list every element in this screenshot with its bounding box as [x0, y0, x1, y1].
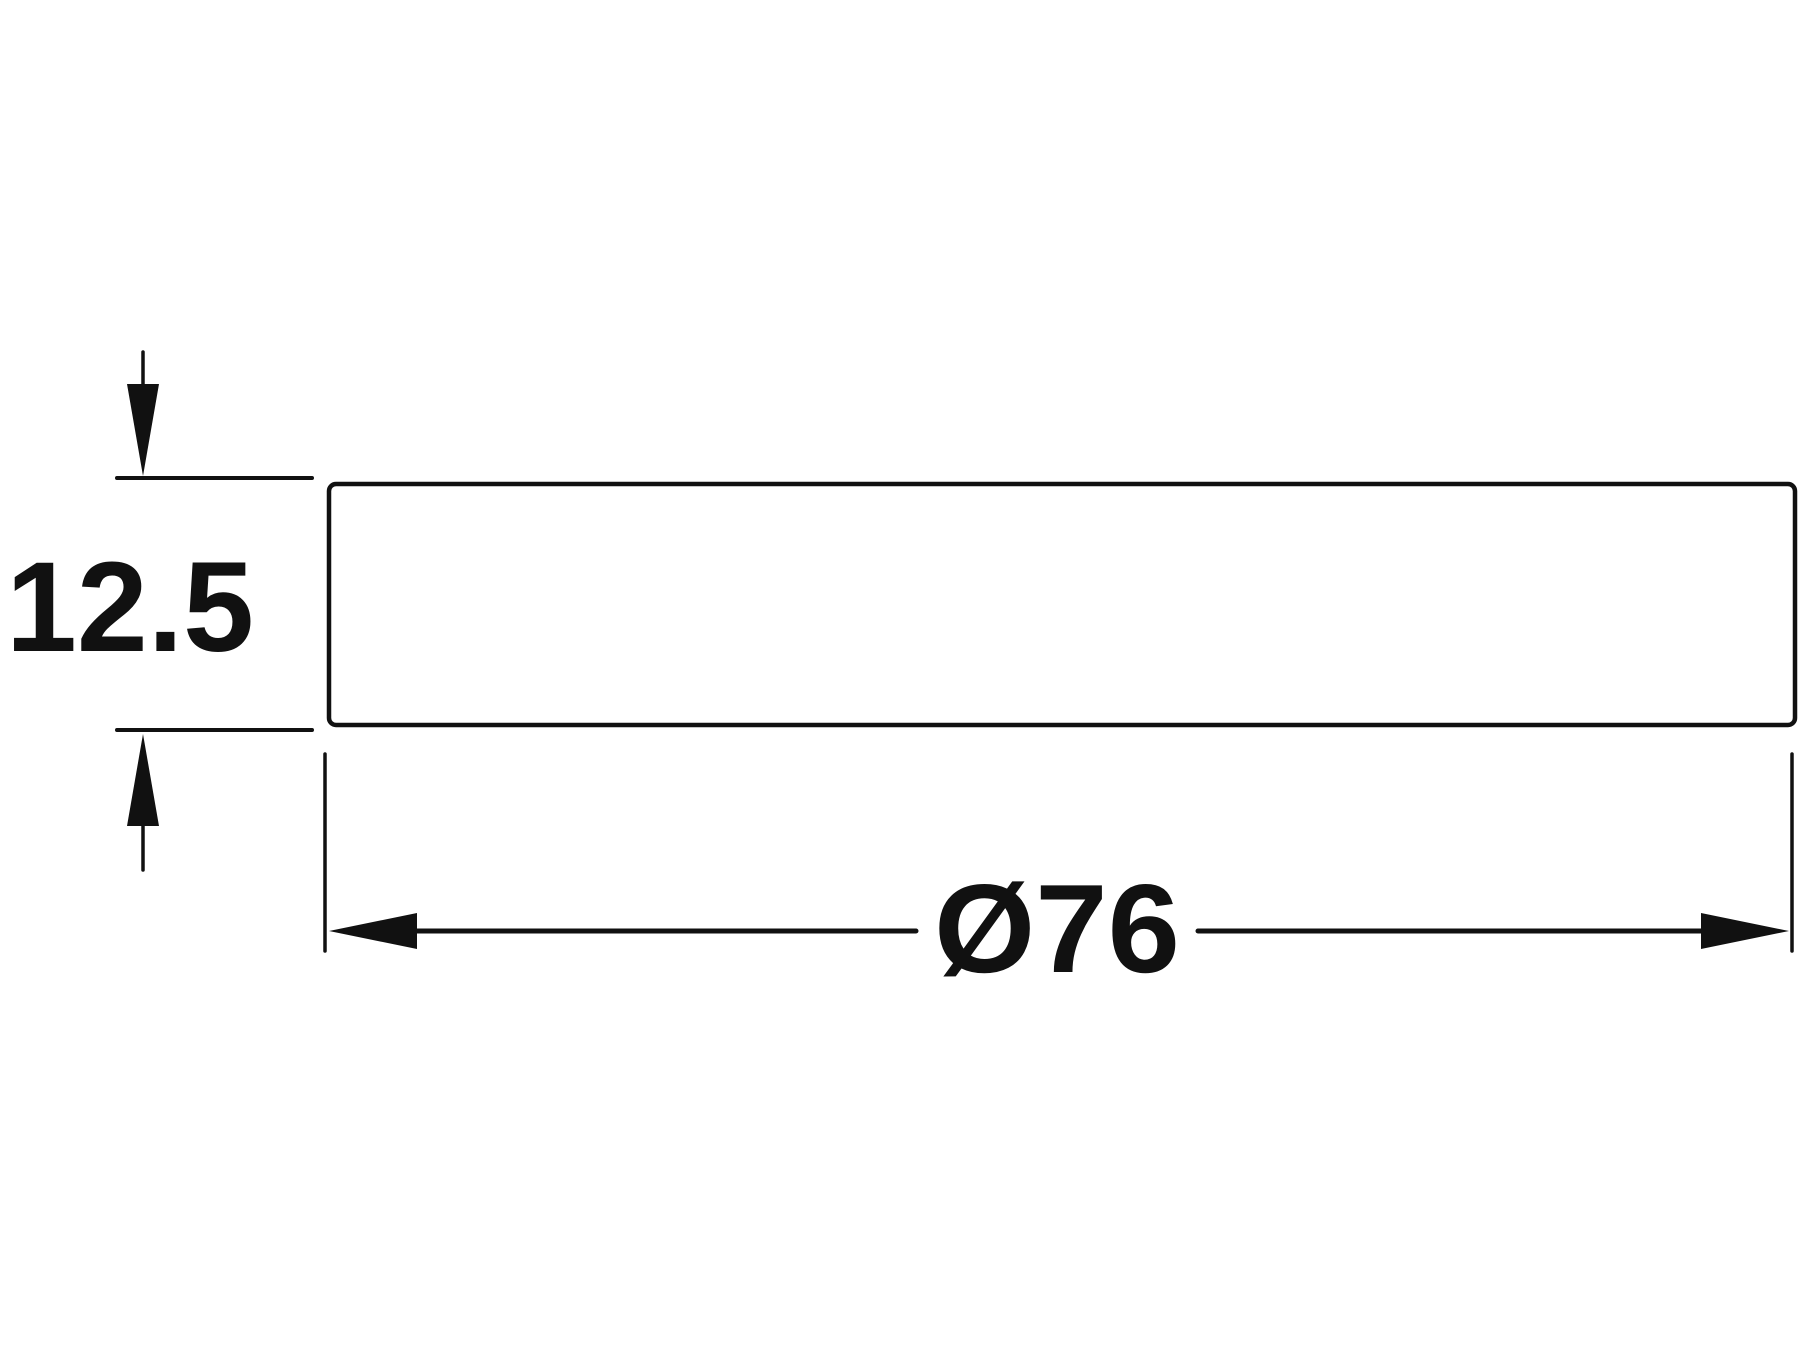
top-arrowhead [127, 384, 159, 476]
diameter-dimension-label: Ø76 [934, 858, 1180, 999]
bottom-arrowhead [127, 734, 159, 826]
right-arrowhead [1701, 913, 1789, 949]
left-arrowhead [329, 913, 417, 949]
part-outline [326, 481, 1798, 728]
height-dimension-label: 12.5 [6, 536, 254, 679]
